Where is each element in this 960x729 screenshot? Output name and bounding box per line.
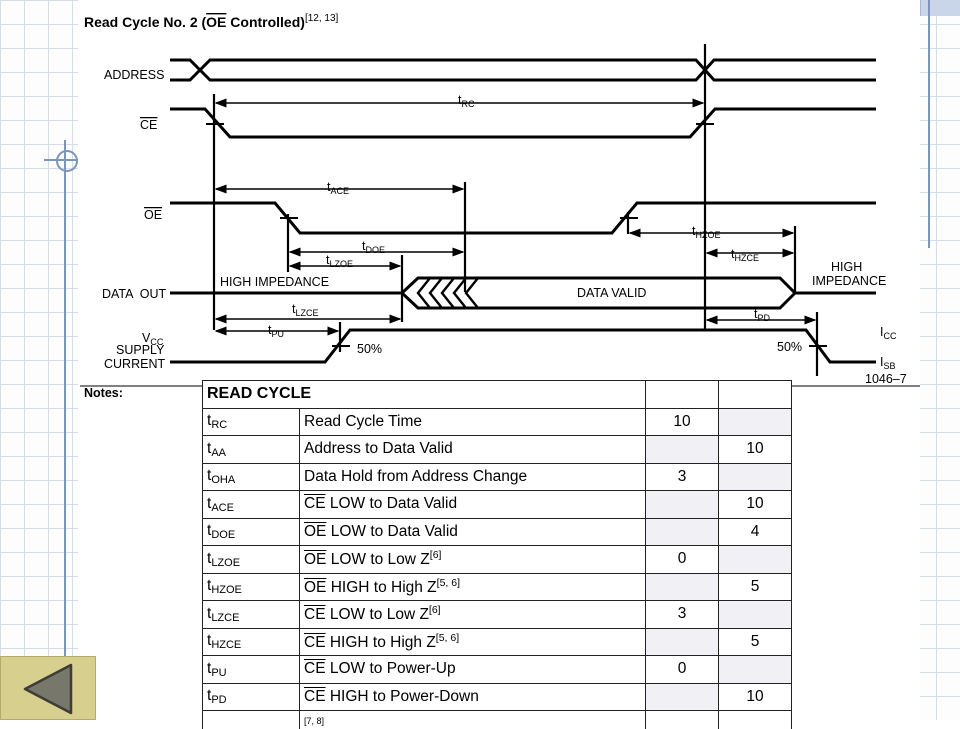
label-high-right: HIGH	[831, 260, 862, 274]
param-min-value: 3	[646, 463, 719, 491]
param-symbol: tLZOE	[203, 546, 300, 574]
notes-heading: Notes:	[84, 386, 123, 400]
signal-label-address: ADDRESS	[104, 68, 164, 82]
param-description: CE HIGH to Power-Down	[300, 683, 646, 711]
param-description: CE LOW to Power-Up	[300, 656, 646, 684]
ce-waveform	[170, 109, 876, 137]
param-min-value	[646, 436, 719, 464]
param-max-value	[719, 601, 792, 629]
param-symbol: tDOE	[203, 518, 300, 546]
param-max-value: 5	[719, 628, 792, 656]
label-tlzce: tLZCE	[292, 302, 319, 318]
timing-reference-lines	[214, 44, 817, 376]
param-max-value	[719, 656, 792, 684]
label-isb: ISB	[880, 355, 896, 371]
label-50-percent-left: 50%	[357, 342, 382, 356]
param-symbol: tRC	[203, 408, 300, 436]
label-thzce: tHZCE	[731, 247, 759, 263]
param-max-value	[719, 408, 792, 436]
param-min-value	[646, 518, 719, 546]
param-description: OE LOW to Data Valid	[300, 518, 646, 546]
param-min-value: 0	[646, 546, 719, 574]
label-data-valid: DATA VALID	[577, 286, 646, 300]
param-max-value: 5	[719, 573, 792, 601]
param-description: CE LOW to Data Valid	[300, 491, 646, 519]
label-thzoe: tHZOE	[692, 224, 721, 240]
param-symbol: tPU	[203, 656, 300, 684]
param-min-value: 0	[646, 656, 719, 684]
param-symbol: tLZCE	[203, 601, 300, 629]
param-symbol: tHZOE	[203, 573, 300, 601]
param-max-value: 10	[719, 436, 792, 464]
param-description: Address to Data Valid	[300, 436, 646, 464]
diagram-title: Read Cycle No. 2 (OE Controlled)[12, 13]	[84, 13, 339, 30]
table-header-read-cycle: READ CYCLE	[203, 381, 646, 409]
param-description: Data Hold from Address Change	[300, 463, 646, 491]
partial-row-footnote: [7, 8]	[304, 716, 324, 726]
table-header-row: READ CYCLE	[203, 381, 792, 409]
back-triangle-icon	[1, 657, 97, 721]
label-icc: ICC	[880, 325, 897, 341]
param-symbol: tACE	[203, 491, 300, 519]
label-tlzoe: tLZOE	[326, 253, 353, 269]
signal-label-data-out: DATA OUT	[102, 287, 166, 301]
signal-label-supply: SUPPLY	[116, 343, 165, 357]
label-50-percent-right: 50%	[777, 340, 802, 354]
table-header-min-cell	[646, 381, 719, 409]
table-header-max-cell	[719, 381, 792, 409]
timing-diagram: Read Cycle No. 2 (OE Controlled)[12, 13]…	[0, 0, 960, 400]
back-button[interactable]	[0, 656, 96, 720]
param-description: Read Cycle Time	[300, 408, 646, 436]
signal-label-ce: CE	[140, 118, 157, 132]
param-min-value	[646, 628, 719, 656]
address-waveform	[170, 60, 876, 80]
data-transition-hatch	[418, 278, 478, 308]
param-min-value	[646, 683, 719, 711]
param-description: CE LOW to Low Z[6]	[300, 601, 646, 629]
param-min-value: 10	[646, 408, 719, 436]
param-description: OE HIGH to High Z[5, 6]	[300, 573, 646, 601]
param-description: CE HIGH to High Z[5, 6]	[300, 628, 646, 656]
param-symbol: tAA	[203, 436, 300, 464]
param-max-value: 4	[719, 518, 792, 546]
figure-id: 1046–7	[865, 372, 907, 386]
label-tdoe: tDOE	[362, 239, 385, 255]
param-symbol: tOHA	[203, 463, 300, 491]
param-max-value	[719, 546, 792, 574]
label-tace: tACE	[327, 180, 349, 196]
label-impedance-right: IMPEDANCE	[812, 274, 886, 288]
param-min-value	[646, 573, 719, 601]
signal-label-oe: OE	[144, 208, 162, 222]
param-description: OE LOW to Low Z[6]	[300, 546, 646, 574]
signal-label-current: CURRENT	[104, 357, 165, 371]
param-symbol: tHZCE	[203, 628, 300, 656]
label-tpu: tPU	[268, 323, 284, 339]
label-high-impedance-left: HIGH IMPEDANCE	[220, 275, 329, 289]
param-max-value: 10	[719, 683, 792, 711]
param-symbol: tPD	[203, 683, 300, 711]
param-min-value: 3	[646, 601, 719, 629]
oe-waveform	[170, 203, 876, 233]
param-max-value: 10	[719, 491, 792, 519]
param-min-value	[646, 491, 719, 519]
param-max-value	[719, 463, 792, 491]
label-trc: tRC	[458, 93, 475, 109]
